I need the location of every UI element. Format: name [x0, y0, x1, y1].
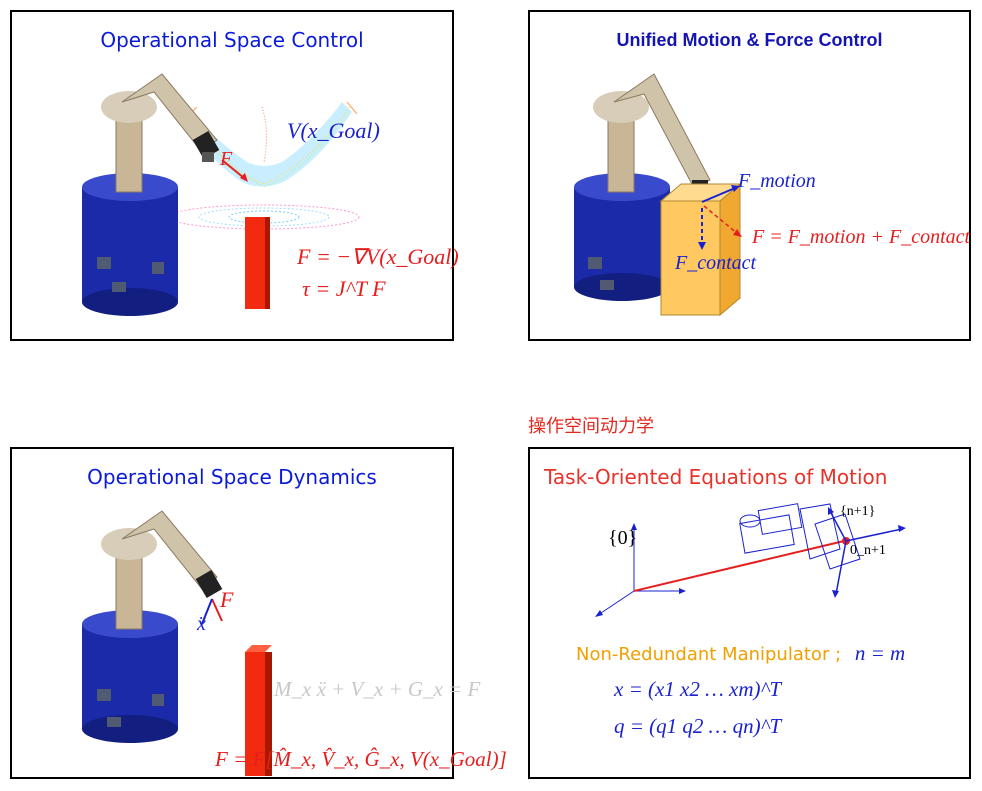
slide-task-oriented-equations: Task-Oriented Equations of Motion {0} {n…: [528, 447, 971, 779]
acceleration-label: ẍ: [197, 613, 206, 635]
slide-title: Task-Oriented Equations of Motion: [544, 465, 888, 489]
equation-torque: τ = J^T F: [302, 276, 386, 301]
frame-n1-label: {n+1}: [840, 504, 876, 519]
goal-bar: [245, 217, 265, 309]
equation-dynamics: M_x ẍ + V_x + G_x = F: [274, 677, 481, 701]
force-contact-label: F_contact: [675, 252, 757, 274]
equation-q: q = (q1 q2 … qn)^T: [614, 714, 782, 738]
robot-potential-illustration: [82, 73, 360, 316]
manipulator-label: Non-Redundant Manipulator ;: [576, 644, 842, 665]
slide-operational-space-dynamics: Operational Space Dynamics F ẍ M_x ẍ + V…: [10, 447, 507, 779]
manipulator-line: Non-Redundant Manipulator ; n = m: [576, 641, 905, 666]
robot-contact-illustration: [574, 73, 742, 317]
potential-label: V(x_Goal): [287, 118, 380, 143]
n-equals-m: n = m: [854, 641, 906, 665]
robot-arm: [82, 510, 223, 743]
robot-dynamics-illustration: [82, 510, 272, 776]
slide-title: Unified Motion & Force Control: [616, 30, 883, 50]
force-motion-label: F_motion: [738, 170, 816, 192]
goal-bar: [245, 652, 265, 776]
slide-title: Operational Space Control: [100, 28, 364, 52]
equation-force-estimate: F = F[M̂_x, V̂_x, Ĝ_x, V(x_Goal)]: [215, 747, 507, 771]
contact-box: [659, 182, 742, 317]
frame-0-label: {0}: [608, 527, 638, 549]
origin-n1-label: 0_n+1: [850, 543, 886, 558]
equation-x: x = (x1 x2 … xm)^T: [614, 677, 782, 701]
slide-operational-space-control: Operational Space Control: [10, 10, 459, 341]
frames-diagram: [595, 503, 906, 617]
chinese-caption: 操作空间动力学: [528, 416, 654, 437]
equation-force-sum: F = F_motion + F_contact: [752, 226, 971, 248]
equation-force: F = −∇V(x_Goal): [297, 244, 459, 269]
slide-title: Operational Space Dynamics: [87, 465, 377, 489]
force-label: F: [220, 148, 233, 170]
force-label: F: [220, 587, 234, 612]
end-effector-sketch: [739, 503, 861, 570]
slide-unified-motion-force: Unified Motion & Force Control F_motion …: [528, 10, 971, 341]
robot-arm: [82, 73, 220, 316]
